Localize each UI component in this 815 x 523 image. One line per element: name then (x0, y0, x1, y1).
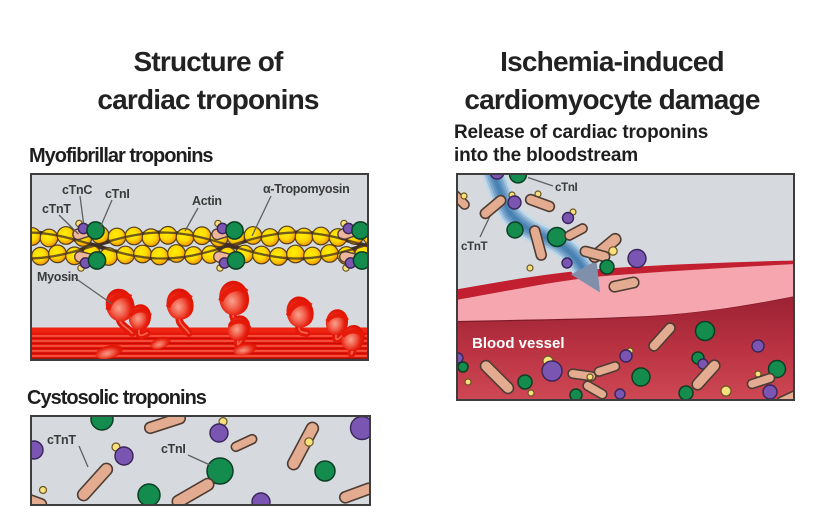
svg-text:Myosin: Myosin (37, 270, 78, 284)
svg-text:cTnT: cTnT (461, 241, 488, 253)
svg-text:α-Tropomyosin: α-Tropomyosin (263, 182, 349, 196)
svg-text:cTnI: cTnI (555, 182, 578, 194)
svg-text:cTnT: cTnT (47, 433, 76, 447)
svg-text:Actin: Actin (192, 194, 222, 208)
svg-text:cTnI: cTnI (105, 187, 130, 201)
svg-text:cTnC: cTnC (62, 183, 92, 197)
svg-text:Blood vessel: Blood vessel (472, 335, 565, 352)
svg-text:cTnI: cTnI (161, 442, 186, 456)
svg-text:cTnT: cTnT (42, 202, 71, 216)
